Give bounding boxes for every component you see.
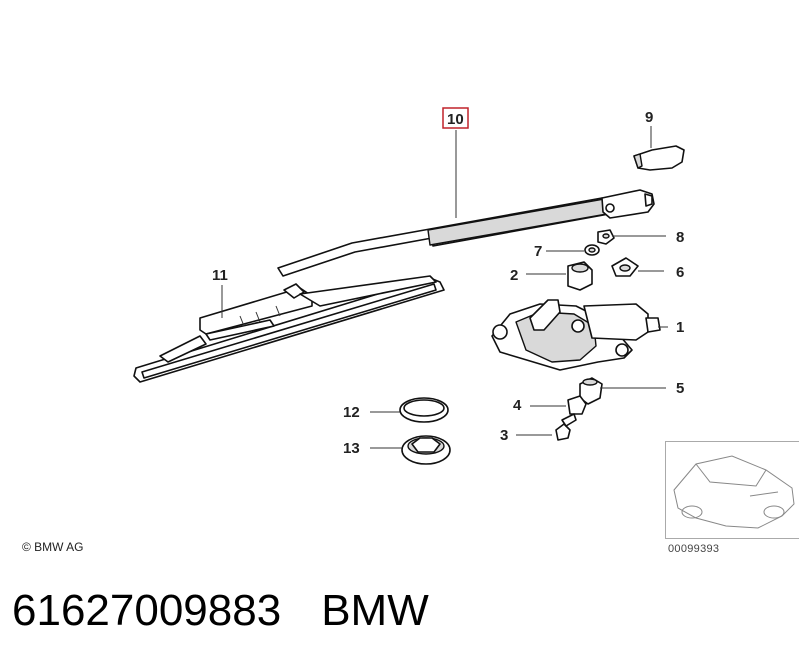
car-outline-icon (673, 455, 795, 529)
diagram-reference-number: 00099393 (668, 543, 720, 555)
nut-part-8 (597, 229, 615, 245)
washer-part-7 (584, 244, 600, 256)
callout-13: 13 (343, 440, 360, 457)
bushing-part-2 (567, 261, 593, 291)
cap-part (633, 145, 685, 171)
cover-cap-12 (399, 397, 449, 423)
callout-10-highlight (442, 107, 469, 129)
part-number: 61627009883 (12, 586, 282, 635)
leader-lines (221, 126, 668, 449)
callout-9: 9 (645, 109, 653, 126)
callout-4: 4 (513, 397, 522, 414)
callout-2: 2 (510, 267, 518, 284)
callout-7: 7 (534, 243, 542, 260)
wiper-motor (491, 299, 661, 371)
wiper-blade (133, 275, 445, 383)
callout-12: 12 (343, 404, 360, 421)
callout-10: 10 (447, 111, 464, 128)
callout-6: 6 (676, 264, 684, 281)
bolt-part-3 (555, 413, 577, 441)
callout-3: 3 (500, 427, 508, 444)
car-location-inset (665, 441, 799, 539)
wiper-arm (277, 189, 655, 277)
washer-part-4 (567, 395, 587, 415)
callout-8: 8 (676, 229, 684, 246)
footer-caption: 61627009883 BMW (12, 586, 469, 636)
grommet-part-6 (611, 257, 639, 277)
callout-1: 1 (676, 319, 684, 336)
copyright-label: © BMW AG (22, 540, 84, 554)
brand-name: BMW (321, 586, 429, 635)
callout-11: 11 (212, 267, 228, 284)
bushing-part-5 (579, 377, 603, 405)
callout-5: 5 (676, 380, 684, 397)
cover-cap-13 (401, 435, 451, 465)
